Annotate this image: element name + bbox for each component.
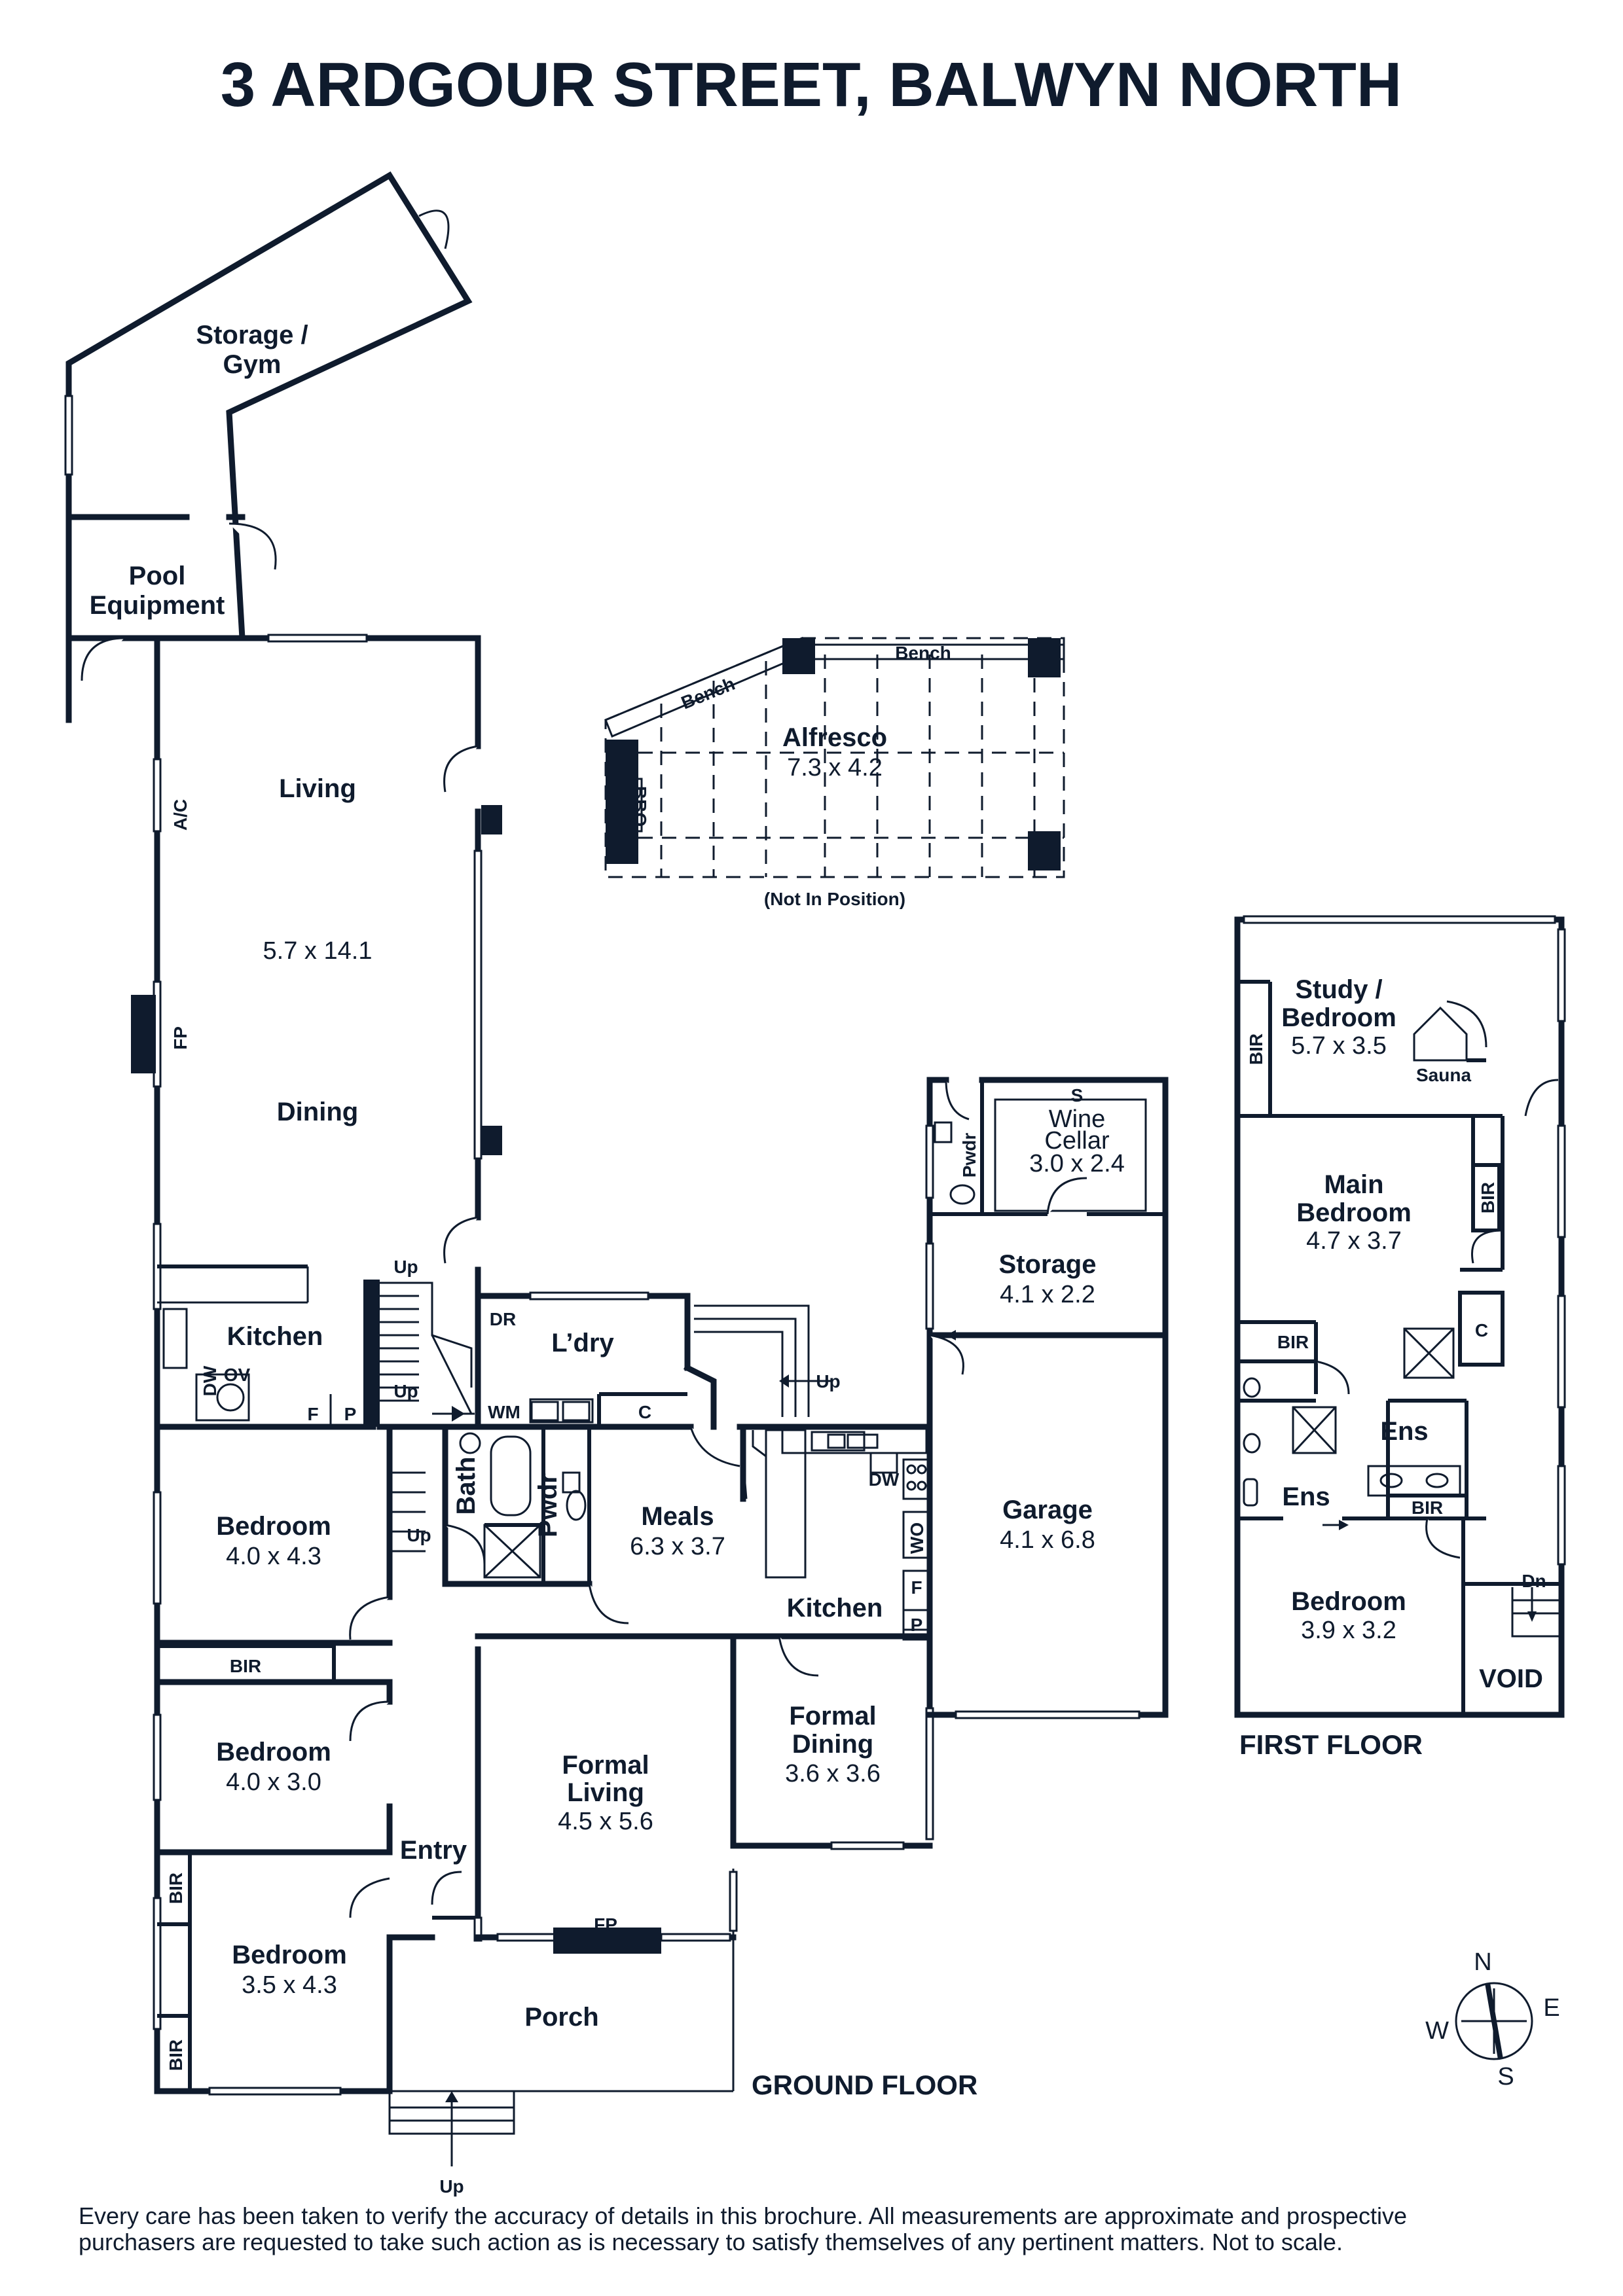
ac-label: A/C [170,799,191,831]
garage-label: Garage [1002,1496,1093,1524]
living-label: Living [279,774,356,803]
bedroom-3-dims: 3.5 x 4.3 [242,1971,337,1999]
dining-label: Dining [277,1098,358,1126]
formal-living-dims: 4.5 x 5.6 [558,1808,653,1835]
dr-label: DR [490,1309,516,1329]
kitchen-fridge-label: F [911,1577,922,1598]
bedroom-2-label: Bedroom [216,1738,331,1767]
compass-s-label: S [1497,2063,1514,2090]
bedroom-3-label: Bedroom [232,1941,347,1969]
stair-up-label-1: Up [393,1257,418,1277]
kitchen-dw-label: DW [869,1469,900,1490]
void-label: VOID [1479,1664,1543,1693]
meals-dims: 6.3 x 3.7 [630,1533,725,1560]
formal-dining-label-2: Dining [792,1730,873,1759]
disclaimer-line-1: Every care has been taken to verify the … [79,2202,1407,2229]
rear-kitchen-ov-label: OV [224,1365,251,1385]
bedroom-1-bir-label: BIR [230,1656,261,1676]
not-in-position-label: (Not In Position) [764,889,905,909]
main-bedroom-bir-label: BIR [1478,1182,1498,1213]
living-dining-dims: 5.7 x 14.1 [263,937,373,965]
study-label: Study / [1295,975,1382,1004]
rear-kitchen-f-label: F [307,1404,318,1424]
storage-label: Storage [999,1250,1097,1279]
bedroom-1-label: Bedroom [216,1512,331,1541]
formal-living-label: Formal [562,1751,649,1780]
bedroom-2-dims: 4.0 x 3.0 [226,1768,321,1796]
main-bedroom-dims: 4.7 x 3.7 [1306,1227,1402,1255]
garage-dims: 4.1 x 6.8 [1000,1526,1095,1554]
storage-dims: 4.1 x 2.2 [1000,1281,1095,1308]
ground-floor-walls [131,634,737,2166]
kitchen-pantry-label: P [911,1615,923,1635]
rear-kitchen-fixtures [162,1308,332,1427]
wine-cellar-label-2: Cellar [1044,1127,1110,1155]
rear-kitchen-p-label: P [344,1404,357,1424]
formal-dining-dims: 3.6 x 3.6 [785,1760,881,1787]
wm-label: WM [488,1402,520,1422]
kitchen-label: Kitchen [787,1594,883,1623]
first-floor-label: FIRST FLOOR [1239,1729,1423,1760]
stair-up-label-2: Up [393,1381,418,1401]
stair-down-label: Dn [1522,1571,1546,1591]
alfresco-bench-label: Bench [895,643,951,663]
wine-cellar-s-label: S [1071,1085,1084,1105]
compass-n-label: N [1474,1948,1491,1976]
first-floor-bedroom-label: Bedroom [1291,1587,1406,1616]
study-dims: 5.7 x 3.5 [1291,1032,1387,1060]
main-bedroom-label-2: Bedroom [1296,1198,1412,1227]
fp-label: FP [170,1026,191,1050]
ensuite-2-label: Ens [1282,1482,1330,1511]
compass-e-label: E [1543,1994,1559,2022]
rear-kitchen-label: Kitchen [227,1322,323,1351]
porch-label: Porch [524,2003,598,2032]
bbq-label: BBQ [630,786,650,827]
wall-oven-label: WO [907,1522,927,1554]
alfresco-structure [604,636,1065,878]
laundry-label: L’dry [551,1329,614,1357]
ground-floor-label: GROUND FLOOR [752,2070,977,2100]
ensuite-bir-label: BIR [1277,1332,1309,1352]
bedroom-3-bir-label-b: BIR [166,2039,186,2071]
first-floor-cupboard-label: C [1475,1320,1488,1340]
main-bedroom-label: Main [1324,1170,1383,1199]
alfresco-dims: 7.3 x 4.2 [787,754,883,781]
pool-equipment-label: Pool [129,562,186,590]
sauna-label: Sauna [1416,1065,1471,1085]
wine-cellar-label: Wine [1049,1105,1106,1133]
disclaimer-line-2: purchasers are requested to take such ac… [79,2229,1343,2255]
bath-label: Bath [452,1457,481,1515]
lower-bir-label: BIR [1412,1498,1443,1518]
first-floor-walls [1234,915,1566,1718]
first-floor-bedroom-dims: 3.9 x 3.2 [1301,1617,1396,1644]
alfresco-bench-label-2: Bench [678,673,738,713]
bedroom-1-dims: 4.0 x 4.3 [226,1543,321,1570]
alfresco-label: Alfresco [782,723,887,752]
pool-equipment-label-2: Equipment [90,591,225,620]
compass-icon [1455,1982,1533,2060]
study-bir-label: BIR [1246,1033,1266,1065]
storage-gym-label: Storage / [196,321,308,350]
entry-label: Entry [400,1836,467,1865]
formal-dining-label: Formal [789,1702,876,1731]
study-label-2: Bedroom [1281,1003,1396,1032]
formal-living-label-2: Living [567,1778,644,1807]
ground-floor-walls-right [376,1077,1169,1932]
stair-up-label-4: Up [816,1371,840,1391]
porch-fp-label: FP [594,1914,617,1935]
wine-cellar-dims: 3.0 x 2.4 [1029,1150,1125,1177]
bedroom-3-bir-label-a: BIR [166,1873,186,1904]
meals-label: Meals [641,1502,714,1531]
stair-up-label-3: Up [407,1525,431,1545]
porch-up-label: Up [439,2176,464,2197]
page-title: 3 ARDGOUR STREET, BALWYN NORTH [221,50,1402,120]
laundry-cupboard-label: C [638,1402,651,1422]
rear-kitchen-dw-label: DW [200,1365,220,1396]
powder-room-label: Pwdr [534,1473,562,1537]
storage-gym-label-2: Gym [223,350,282,379]
ensuite-1-label: Ens [1380,1417,1428,1446]
garage-pwdr-label: Pwdr [959,1133,979,1178]
compass-w-label: W [1425,2017,1449,2045]
